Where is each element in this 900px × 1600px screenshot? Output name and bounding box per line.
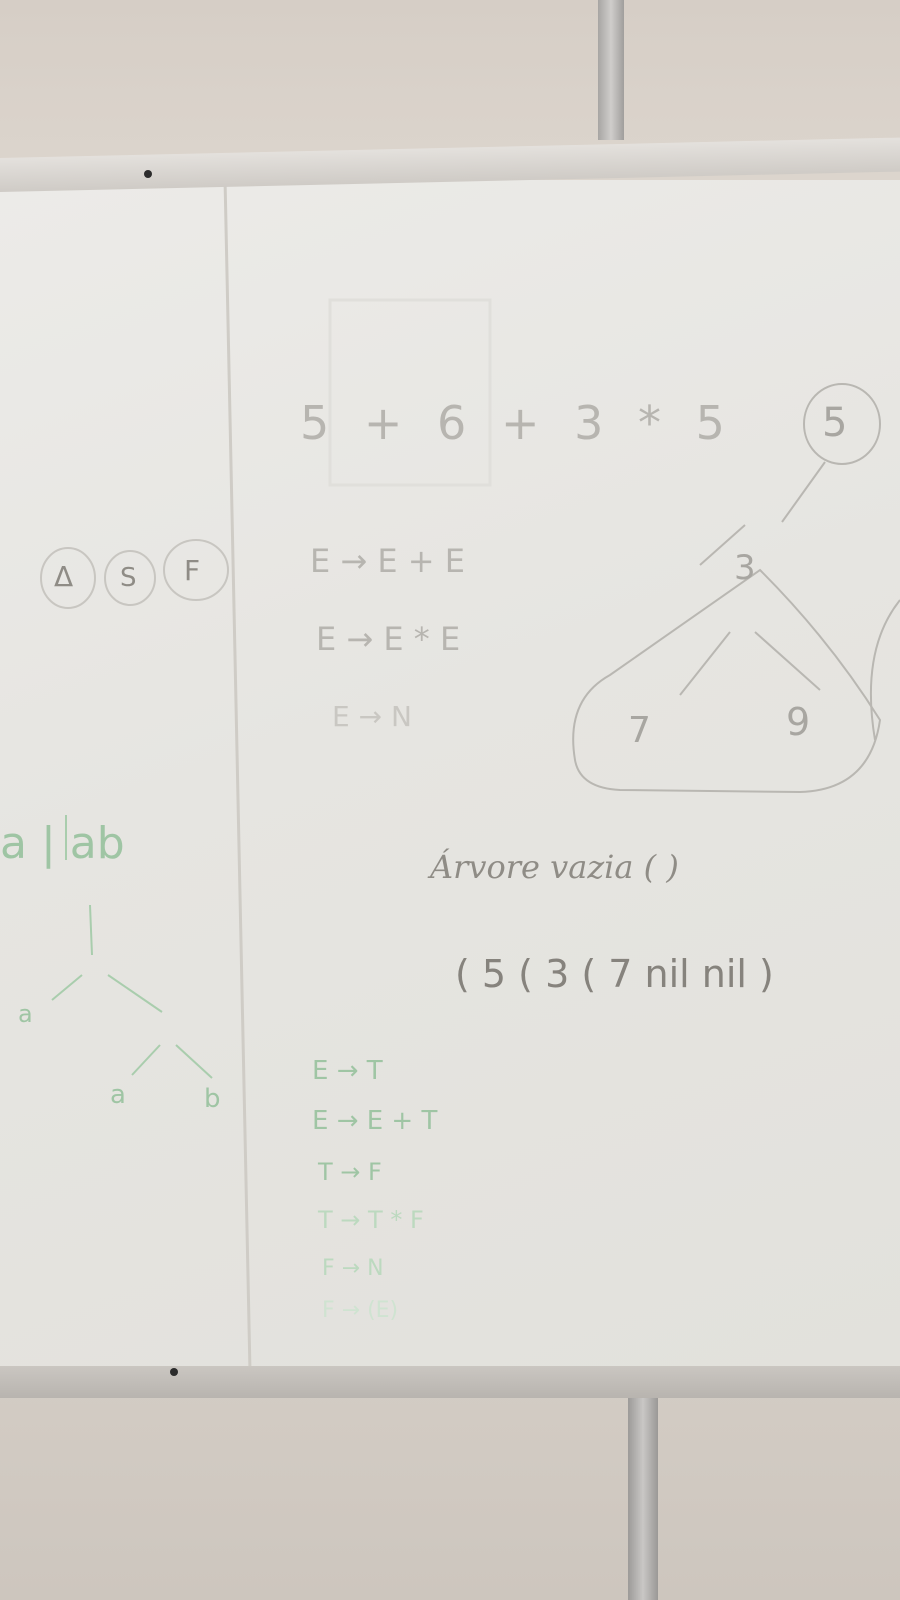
left-tree-leaf-1: a xyxy=(18,1000,33,1028)
grammar-b-rule-2: E → E + T xyxy=(312,1106,438,1136)
empty-tree-label: Árvore vazia ( ) xyxy=(430,848,679,886)
subtree-circle xyxy=(572,568,882,794)
grammar-b-rule-6: F → (E) xyxy=(322,1298,399,1323)
grammar-b-rule-5: F → N xyxy=(322,1256,384,1281)
screw-top xyxy=(144,170,152,178)
grammar-a-rule-2: E → E * E xyxy=(316,620,461,658)
support-pole-top xyxy=(598,0,624,140)
symbol-s: S xyxy=(120,563,137,593)
circle-s xyxy=(104,550,156,606)
whiteboard xyxy=(0,180,900,1370)
circle-f xyxy=(163,539,229,601)
left-tree-leaf-2: a xyxy=(110,1080,126,1110)
left-tree-leaf-3: b xyxy=(204,1084,221,1114)
grammar-b-rule-3: T → F xyxy=(318,1158,382,1186)
wall-bottom xyxy=(0,1378,900,1600)
tree-node-3: 3 xyxy=(734,548,756,588)
symbol-delta: Δ xyxy=(54,560,74,593)
node-5-circle xyxy=(803,383,881,465)
grammar-b-rule-4: T → T * F xyxy=(318,1206,424,1234)
support-pole-bottom xyxy=(628,1395,658,1600)
expression-text: 5 + 6 + 3 * 5 xyxy=(300,396,735,450)
grammar-a-rule-1: E → E + E xyxy=(310,542,465,580)
right-tree-edges xyxy=(572,383,900,794)
erased-box xyxy=(328,298,492,487)
grammar-b-rule-1: E → T xyxy=(312,1056,383,1086)
tree-node-5: 5 xyxy=(822,400,848,446)
circle-delta xyxy=(40,547,96,609)
nested-list-text: ( 5 ( 3 ( 7 nil nil ) xyxy=(455,952,774,996)
symbol-f: F xyxy=(184,554,201,587)
left-tree-edges xyxy=(51,815,213,1079)
screw-bottom xyxy=(170,1368,178,1376)
whiteboard-frame-bottom xyxy=(0,1366,900,1398)
tree-node-9: 9 xyxy=(786,700,811,744)
left-rule: a | ab xyxy=(0,818,125,869)
grammar-a-rule-3: E → N xyxy=(332,700,412,733)
tree-node-7: 7 xyxy=(628,710,651,751)
edge-arc xyxy=(869,599,900,741)
